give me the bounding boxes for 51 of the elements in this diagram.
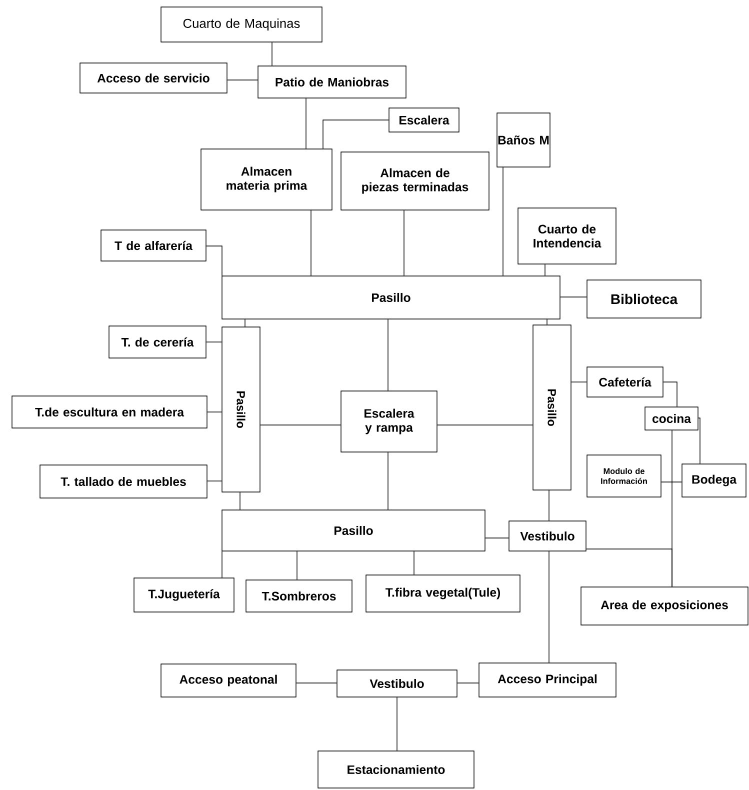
room-box: Almacen de piezas terminadas [340,152,490,210]
connector-line [560,296,587,298]
room-box: Acceso peatonal [160,664,296,698]
connector-line [586,548,672,587]
room-box: Pasillo [222,276,560,320]
connector-line [244,319,246,327]
room-box: T. de cerería [108,326,206,358]
room-box: Almacen materia prima [200,148,332,210]
room-box: Cafetería [586,366,664,398]
room-box: Cuarto de Intendencia [518,208,616,264]
connector-line [548,551,550,663]
connector-line [296,682,337,684]
room-box: T. tallado de muebles [40,464,208,498]
room-box: Baños M [496,112,550,168]
room-box: T.de escultura en madera [12,396,208,428]
room-box: T.Sombreros [246,580,352,612]
room-box: Patio de Maniobras [258,66,406,98]
connector-line [396,697,398,751]
room-box: cocina [644,406,698,430]
room-box: Area de exposiciones [580,586,748,626]
room-box: Escalera y rampa [340,390,438,452]
room-box: Modulo de Información [586,454,662,498]
corridor-box: Pasillo [532,324,572,490]
connector-line [296,551,298,580]
connector-line [663,382,678,407]
connector-line [437,424,533,426]
connector-line [322,120,389,149]
connector-line [544,264,546,276]
room-box: Pasillo [222,510,486,552]
room-box: T de alfarería [100,230,206,262]
connector-line [260,424,341,426]
connector-line [502,167,504,276]
connector-line [457,682,479,684]
room-box: Vestibulo [336,670,458,698]
room-box: Acceso Principal [478,662,616,698]
room-box: Cuarto de Maquinas [160,6,322,42]
room-box: Estacionamiento [318,750,474,788]
room-box: T.fibra vegetal(Tule) [366,574,520,612]
room-box: Bodega [682,464,746,498]
connector-line [546,319,548,325]
room-box: Acceso de servicio [80,62,228,94]
corridor-box: Pasillo [222,326,260,492]
room-box: T.Juguetería [134,578,234,612]
room-box: Biblioteca [586,280,702,318]
connector-line [548,490,550,521]
connector-line [310,210,312,276]
connector-line [206,246,222,276]
room-box: Vestibulo [508,520,586,552]
connector-line [698,418,700,464]
room-box: Escalera [388,108,460,132]
connector-line [207,480,222,482]
